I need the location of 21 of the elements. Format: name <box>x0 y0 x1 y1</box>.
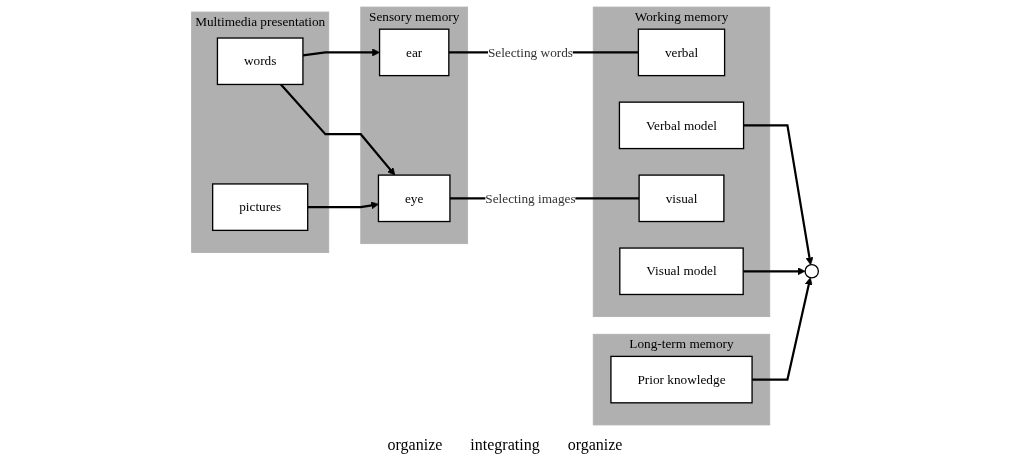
node-circle <box>804 263 820 279</box>
node-box: Visual model <box>619 247 744 296</box>
node-box: verbal <box>637 28 726 77</box>
arrow <box>752 277 813 381</box>
node-box: ear <box>378 28 450 77</box>
node-box: words <box>216 37 304 86</box>
node-box: eye <box>377 174 451 223</box>
arrow <box>743 267 806 276</box>
step-label: organize <box>567 436 623 454</box>
arrow <box>307 201 379 210</box>
edge-label: Selecting images <box>485 191 576 206</box>
node-box: pictures <box>212 183 309 232</box>
step-label: organize <box>387 436 443 454</box>
node-box: visual <box>638 174 725 223</box>
arrow <box>302 48 380 57</box>
edge-label: Selecting words <box>487 45 573 60</box>
arrow <box>743 124 814 266</box>
node-box: Verbal model <box>618 101 745 150</box>
arrow <box>280 83 396 176</box>
node-box: Prior knowledge <box>610 355 753 404</box>
step-label: integrating <box>470 436 540 454</box>
